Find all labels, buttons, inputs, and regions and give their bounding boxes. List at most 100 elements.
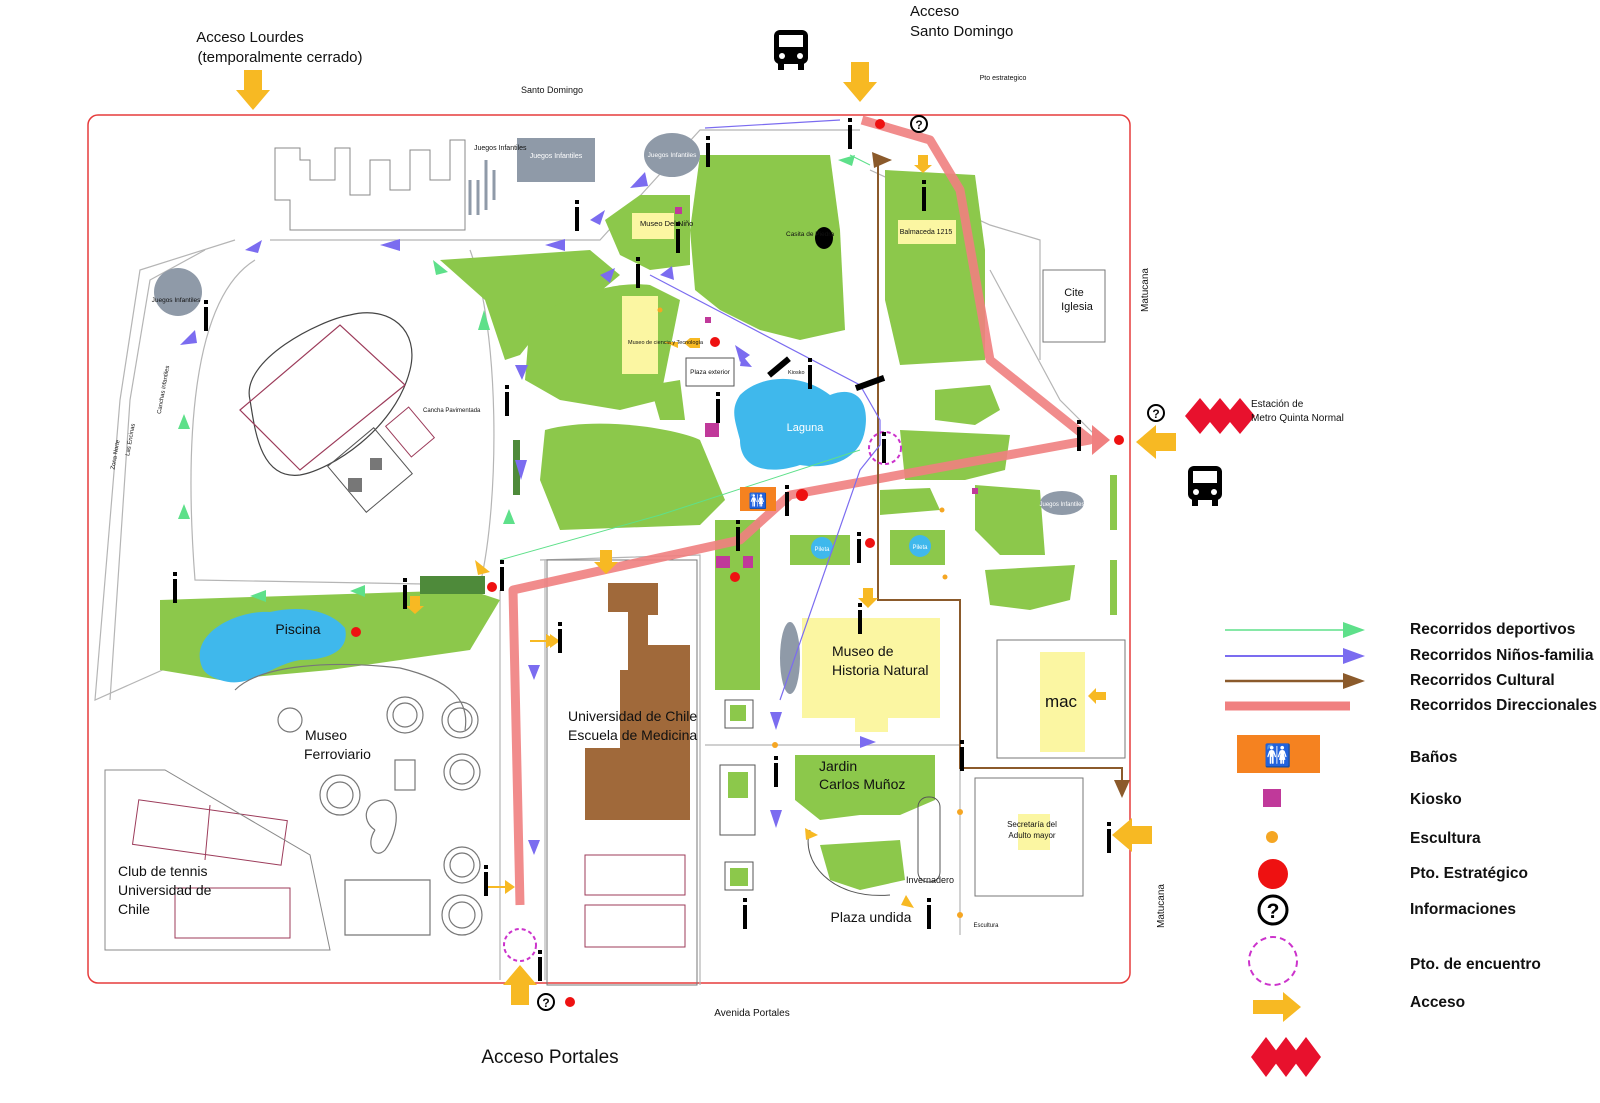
route-direccional bbox=[508, 115, 1095, 906]
info-question-icons: ? ? ? bbox=[537, 115, 1165, 1011]
bus-icon-2 bbox=[1188, 466, 1222, 506]
mac-label: mac bbox=[1045, 692, 1078, 711]
acceso-lourdes-status: (temporalmente cerrado) bbox=[197, 49, 362, 66]
bridge-marker-2 bbox=[854, 375, 886, 391]
metro-icon bbox=[1185, 398, 1255, 434]
museo-ferroviario-label-1: Museo bbox=[305, 727, 347, 743]
pileta-1-label: Pileta bbox=[814, 547, 830, 553]
secretaria-label-2: Adulto mayor bbox=[1008, 831, 1055, 840]
buildings-juegos bbox=[274, 139, 496, 231]
plaza-exterior-box bbox=[685, 357, 735, 387]
mac-building bbox=[1040, 652, 1085, 752]
udechile-label-1: Universidad de Chile bbox=[568, 708, 697, 724]
juegos-infantiles-oval-top bbox=[644, 133, 700, 177]
legend-label: Recorridos Cultural bbox=[1410, 672, 1555, 689]
secretaria-building bbox=[1018, 814, 1050, 850]
acceso-santo-domingo-label-1: Acceso bbox=[910, 3, 959, 20]
legend-item-pto-estrategico: Pto. Estratégico bbox=[1225, 859, 1600, 889]
cite-iglesia-label-2: Iglesia bbox=[1061, 301, 1094, 313]
svg-text:?: ? bbox=[1267, 900, 1280, 923]
juegos-infantiles-label-3: Juegos Infantiles bbox=[648, 152, 698, 159]
museo-nino-building bbox=[632, 213, 674, 239]
udechile-label-2: Escuela de Medicina bbox=[568, 727, 697, 743]
kiosko-square-icon bbox=[1263, 789, 1281, 807]
oval-gray-center bbox=[780, 622, 800, 694]
metro-label-1: Estación de bbox=[1251, 399, 1304, 410]
acceso-arrow-icon bbox=[1253, 992, 1301, 1022]
question-icon: ? bbox=[1257, 894, 1289, 926]
escultura-label: Escultura bbox=[973, 923, 999, 929]
restroom-icon: 🚻 bbox=[1237, 735, 1320, 773]
udechile-annex-2 bbox=[584, 904, 686, 948]
balmaceda-label: Balmaceda 1215 bbox=[900, 229, 953, 236]
street-matucana-bottom: Matucana bbox=[1156, 884, 1167, 928]
legend-item-recorridos-ninos: Recorridos Niños-familia bbox=[1225, 641, 1600, 671]
bridge-marker-1 bbox=[767, 356, 791, 378]
museo-historia-label-2: Historia Natural bbox=[832, 662, 928, 678]
juegos-infantiles-label-left: Juegos Infantiles bbox=[152, 297, 202, 304]
route-direccional-arrow bbox=[1092, 425, 1110, 455]
piscina-water bbox=[199, 608, 346, 683]
route-cultural bbox=[877, 165, 1123, 795]
svg-text:?: ? bbox=[915, 118, 922, 132]
legend-label: Recorridos Niños-familia bbox=[1410, 647, 1594, 664]
green-square-1 bbox=[730, 705, 746, 721]
club-tennis-courts bbox=[131, 799, 291, 939]
museo-ferroviario-label-2: Ferroviario bbox=[304, 746, 371, 762]
legend-item-kiosko: Kiosko bbox=[1225, 785, 1600, 815]
legend-label: Recorridos Direccionales bbox=[1410, 697, 1597, 714]
club-tennis-boundary bbox=[104, 769, 331, 951]
banos-marker-icon: 🚻 bbox=[749, 492, 768, 510]
legend-item-banos: 🚻 Baños bbox=[1225, 735, 1600, 773]
athletic-stadium bbox=[239, 312, 436, 513]
brown-route-arrow-icon bbox=[1225, 673, 1365, 689]
route-ninos bbox=[649, 119, 881, 701]
plaza-exterior-label: Plaza exterior bbox=[690, 369, 731, 376]
museo-historia-building bbox=[802, 618, 940, 732]
street-las-encinas: Las Encinas bbox=[125, 423, 137, 456]
legend-item-informaciones: ? Informaciones bbox=[1225, 894, 1600, 926]
green-route-arrow-icon bbox=[1225, 622, 1365, 638]
pto-estrategico-label: Pto estrategico bbox=[980, 75, 1027, 82]
street-avenida-portales: Avenida Portales bbox=[714, 1008, 789, 1019]
green-square-2 bbox=[730, 868, 748, 886]
udechile-block bbox=[546, 559, 698, 986]
juegos-infantiles-label-right: Juegos Infantiles bbox=[1039, 502, 1084, 508]
jardin-label-1: Jardin bbox=[819, 758, 857, 774]
museo-ferroviario-tracks bbox=[234, 663, 483, 936]
escultura-markers bbox=[657, 307, 963, 918]
legend-label: Escultura bbox=[1410, 830, 1481, 847]
kiosko-markers bbox=[675, 207, 978, 568]
blue-route-arrow-icon bbox=[1225, 648, 1365, 664]
club-tennis-label-2: Universidad de bbox=[118, 882, 212, 898]
pileta-2-water bbox=[909, 535, 931, 557]
red-route-line-icon bbox=[1225, 701, 1350, 711]
juegos-infantiles-label-1: Juegos Infantiles bbox=[474, 145, 527, 152]
club-tennis-label-3: Chile bbox=[118, 901, 150, 917]
plaza-undida-label: Plaza undida bbox=[831, 909, 912, 925]
museo-ciencia-label: Museo de ciencia y Tecnología bbox=[628, 340, 704, 346]
walking-paths bbox=[94, 129, 1101, 985]
pto-estrategico-dots bbox=[351, 119, 1124, 1007]
legend-label: Baños bbox=[1410, 749, 1458, 766]
cancha-pavimentada-label: Cancha Pavimentada bbox=[423, 408, 481, 414]
casita-de-piedra-label: Casita de Piedra bbox=[786, 231, 834, 238]
route-arrow-cultural-2 bbox=[1114, 780, 1130, 798]
club-tennis-label-1: Club de tennis bbox=[118, 863, 208, 879]
svg-text:?: ? bbox=[1152, 407, 1159, 421]
banos-marker bbox=[740, 487, 776, 511]
juegos-infantiles-oval-right bbox=[1040, 491, 1084, 515]
legend-item-metro bbox=[1225, 1035, 1600, 1077]
invernadero-structure bbox=[719, 699, 941, 896]
legend-label: Pto. de encuentro bbox=[1410, 956, 1541, 973]
museo-ciencia-building bbox=[622, 296, 658, 374]
cite-iglesia-box bbox=[1042, 269, 1106, 343]
metro-label-2: Metro Quinta Normal bbox=[1251, 413, 1344, 424]
invernadero-label: Invernadero bbox=[906, 875, 954, 885]
udechile-annex-1 bbox=[584, 854, 686, 896]
red-dot-icon bbox=[1258, 859, 1288, 889]
legend-label: Recorridos deportivos bbox=[1410, 621, 1576, 638]
piscina-label: Piscina bbox=[275, 621, 320, 637]
laguna-label: Laguna bbox=[787, 422, 825, 434]
